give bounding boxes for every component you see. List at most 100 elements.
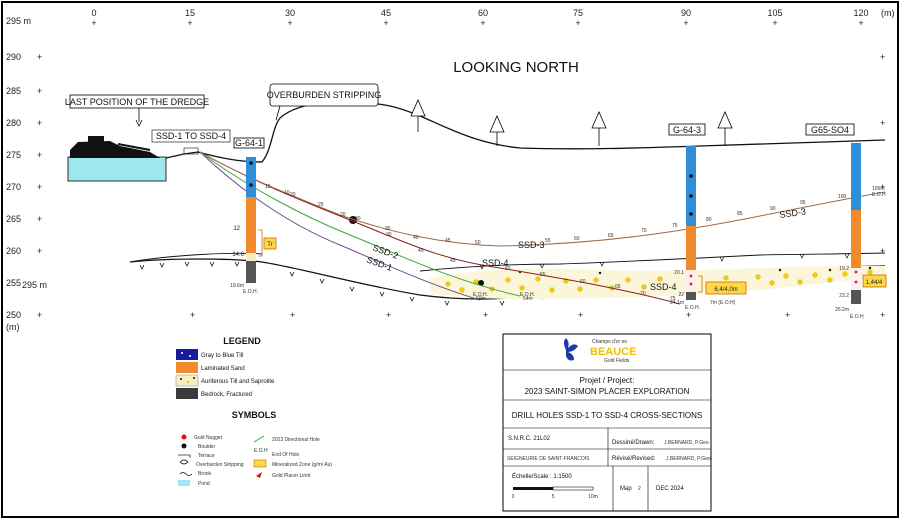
pond-icon [178, 480, 190, 486]
svg-text:+: + [880, 182, 885, 192]
y-tick: 290 [6, 52, 21, 62]
ssd-3-label-right: SSD-3 [779, 206, 807, 220]
svg-text:Terrace: Terrace [198, 453, 215, 459]
svg-text:Gold Nugget: Gold Nugget [194, 435, 223, 441]
gold-nugget-icon [181, 434, 187, 440]
boulder-icon [478, 280, 484, 286]
hole-g641-log [246, 157, 256, 283]
svg-text:Champs d'or en: Champs d'or en [592, 339, 627, 345]
svg-text:70: 70 [641, 228, 647, 234]
boulder-icon [181, 443, 187, 449]
y-tick: 265 [6, 214, 21, 224]
svg-text:90: 90 [770, 206, 776, 212]
ssd-depth-105: 105m [872, 186, 885, 192]
svg-text:+: + [686, 310, 691, 320]
date: DEC 2024 [656, 486, 684, 492]
svg-text:+: + [578, 310, 583, 320]
svg-text:30: 30 [386, 232, 392, 238]
svg-text:+: + [190, 310, 195, 320]
dredge-icon [70, 136, 160, 158]
svg-text:+: + [37, 214, 42, 224]
svg-text:+: + [37, 246, 42, 256]
g643-dohn: 7m (E.O.H) [710, 300, 736, 306]
revised-label: Révisé/Revised: [612, 456, 656, 462]
svg-text:45: 45 [445, 238, 451, 244]
legend-item: Auriferous Till and Saprolite [201, 379, 275, 385]
svg-text:+: + [187, 18, 192, 28]
y-top-label: 295 m [6, 16, 31, 26]
g641-eoh: E.O.H. [243, 289, 258, 295]
svg-text:+: + [37, 118, 42, 128]
project-name: 2023 SAINT-SIMON PLACER EXPLORATION [525, 387, 690, 396]
y-tick: 260 [6, 246, 21, 256]
svg-text:+: + [772, 18, 777, 28]
project-label: Projet / Project: [580, 376, 635, 385]
svg-text:65: 65 [615, 284, 621, 290]
g643-eoh-depth: 24.1m [670, 300, 684, 306]
ssd-3-trace [199, 151, 886, 247]
y-tick: 285 [6, 86, 21, 96]
svg-text:End Of Hole: End Of Hole [272, 452, 299, 458]
ssd-depth-50: 50m [476, 296, 486, 302]
svg-text:85: 85 [737, 211, 743, 217]
legend: Gray to Blue Till Laminated Sand Aurifer… [175, 349, 275, 399]
svg-text:+: + [383, 18, 388, 28]
hole-g65-log [851, 143, 861, 304]
g641-tr-badge: Tr [267, 242, 272, 248]
legend-title: LEGEND [223, 336, 261, 346]
svg-text:70: 70 [640, 291, 646, 297]
boulder-dots [518, 266, 872, 275]
legend-item: Laminated Sand [201, 366, 245, 372]
svg-text:+: + [91, 18, 96, 28]
svg-text:Overburden Stripping: Overburden Stripping [196, 462, 244, 468]
y-tick: 255 [6, 278, 21, 288]
x-tick: 0 [91, 8, 96, 18]
symbols-title: SYMBOLS [232, 410, 277, 420]
svg-text:25: 25 [318, 202, 324, 208]
title-block: Champs d'or en BEAUCE Gold Fields Projet… [502, 333, 712, 512]
svg-text:60: 60 [580, 279, 586, 285]
svg-text:40: 40 [418, 248, 424, 254]
svg-text:55: 55 [545, 238, 551, 244]
svg-text:100: 100 [838, 194, 847, 200]
company-logo: Champs d'or en BEAUCE Gold Fields [564, 338, 636, 364]
ssd-2-trace [199, 151, 521, 297]
svg-text:50: 50 [505, 266, 511, 272]
g643-grade-badge: 6,4/4,0m [714, 287, 737, 293]
x-tick: 45 [381, 8, 391, 18]
svg-text:+: + [880, 310, 885, 320]
y-inner-label: 295 m [22, 280, 47, 290]
g641-depth-12: 12 [233, 226, 240, 232]
scale-label: Échelle/Scale : 1:1500 [512, 473, 572, 480]
x-tick: 75 [573, 8, 583, 18]
svg-text:5: 5 [552, 494, 555, 500]
legend-swatch-sand [176, 362, 198, 373]
ssd-eoh-label: E.O.H [872, 192, 886, 198]
pond [67, 156, 167, 182]
svg-text:0: 0 [512, 494, 515, 500]
terrace-symbol [183, 147, 199, 155]
y-axis: 295 m 290 285 280 275 270 265 260 255 25… [6, 16, 885, 332]
y-bottom-label: (m) [6, 322, 20, 332]
svg-text:10: 10 [284, 190, 290, 196]
snrc: S.N.R.C. 21L02 [508, 436, 551, 442]
overburden-callout: OVERBURDEN STRIPPING [267, 90, 382, 100]
ssd-depth-54: 54m [523, 296, 533, 302]
g643-eoh: E.O.H. [685, 305, 700, 311]
mineralized-zone-icon [253, 459, 267, 468]
svg-text:+: + [287, 18, 292, 28]
hole-g643-label: G-64-3 [673, 125, 701, 135]
svg-text:+: + [483, 310, 488, 320]
ssd-eoh-label: E.O.H. [520, 292, 535, 298]
svg-text:65: 65 [608, 233, 614, 239]
view-title: LOOKING NORTH [453, 59, 579, 76]
ssd-4-label: SSD-4 [482, 258, 509, 268]
svg-text:+: + [37, 86, 42, 96]
hole-g641-label: G-64-1 [235, 138, 263, 148]
map-number: 2 [638, 486, 641, 492]
g641-depth-146: 14.6 [232, 252, 244, 258]
svg-text:+: + [880, 118, 885, 128]
svg-text:+: + [880, 52, 885, 62]
g643-depth-22: 22 [678, 292, 684, 298]
